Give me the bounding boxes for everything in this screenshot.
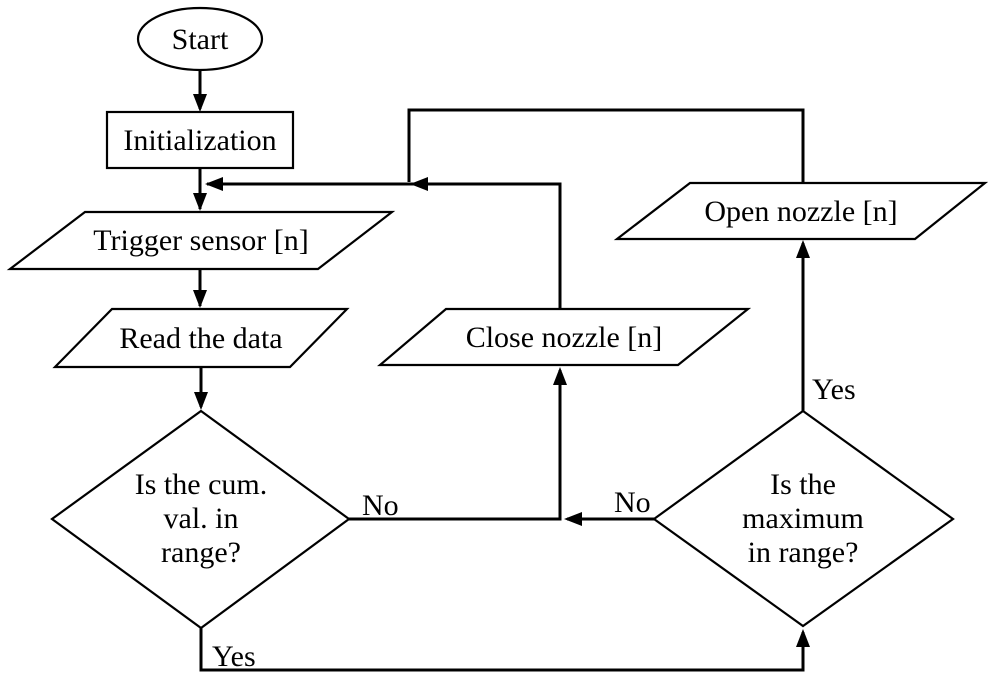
edge-cum-yes-to-max-decision bbox=[199, 628, 805, 672]
max-no-edge-label: No bbox=[614, 486, 651, 519]
cum-yes-edge-label: Yes bbox=[212, 640, 256, 673]
arrowhead-into-initialization bbox=[193, 94, 207, 112]
arrowhead-into-no-junction bbox=[564, 512, 582, 526]
max-decision-diamond-shape bbox=[652, 409, 955, 628]
arrowhead-into-close-nozzle bbox=[553, 367, 567, 385]
max-decision-label-line3: in range? bbox=[748, 536, 859, 569]
cum-decision-diamond-shape bbox=[50, 409, 351, 630]
arrowhead-into-trigger-sensor bbox=[193, 193, 207, 211]
arrowhead-merge-return-line bbox=[410, 177, 428, 191]
cum-decision-label-line2: val. in bbox=[164, 502, 239, 535]
read-data-label: Read the data bbox=[119, 322, 282, 355]
max-decision-label-line2: maximum bbox=[742, 502, 864, 535]
max-yes-edge-label: Yes bbox=[812, 373, 856, 406]
edge-close-nozzle-return bbox=[207, 182, 562, 309]
close-nozzle-io-shape bbox=[377, 307, 752, 367]
trigger-sensor-label: Trigger sensor [n] bbox=[93, 224, 309, 257]
read-data-io-shape bbox=[52, 307, 350, 369]
close-nozzle-label: Close nozzle [n] bbox=[466, 321, 663, 354]
arrowhead-into-read-data bbox=[193, 290, 207, 308]
arrowhead-into-open-nozzle bbox=[796, 240, 810, 258]
arrowhead-into-cum-decision bbox=[194, 392, 208, 410]
open-nozzle-label: Open nozzle [n] bbox=[704, 195, 897, 228]
initialization-label: Initialization bbox=[123, 124, 276, 157]
start-label: Start bbox=[172, 23, 229, 56]
open-nozzle-io-shape bbox=[613, 181, 989, 241]
arrowhead-into-max-decision bbox=[796, 629, 810, 647]
max-decision-label-line1: Is the bbox=[770, 468, 836, 501]
cum-decision-label-line3: range? bbox=[161, 536, 241, 569]
initialization-process-shape bbox=[105, 110, 295, 170]
cum-no-edge-label: No bbox=[362, 489, 399, 522]
trigger-sensor-io-shape bbox=[6, 210, 396, 271]
edge-open-nozzle-return bbox=[407, 108, 805, 183]
cum-decision-label-line1: Is the cum. bbox=[135, 468, 267, 501]
arrowhead-merge-main-stem bbox=[205, 177, 223, 191]
start-terminator-shape bbox=[136, 6, 264, 72]
edge-cum-no-to-close-nozzle bbox=[349, 370, 562, 521]
